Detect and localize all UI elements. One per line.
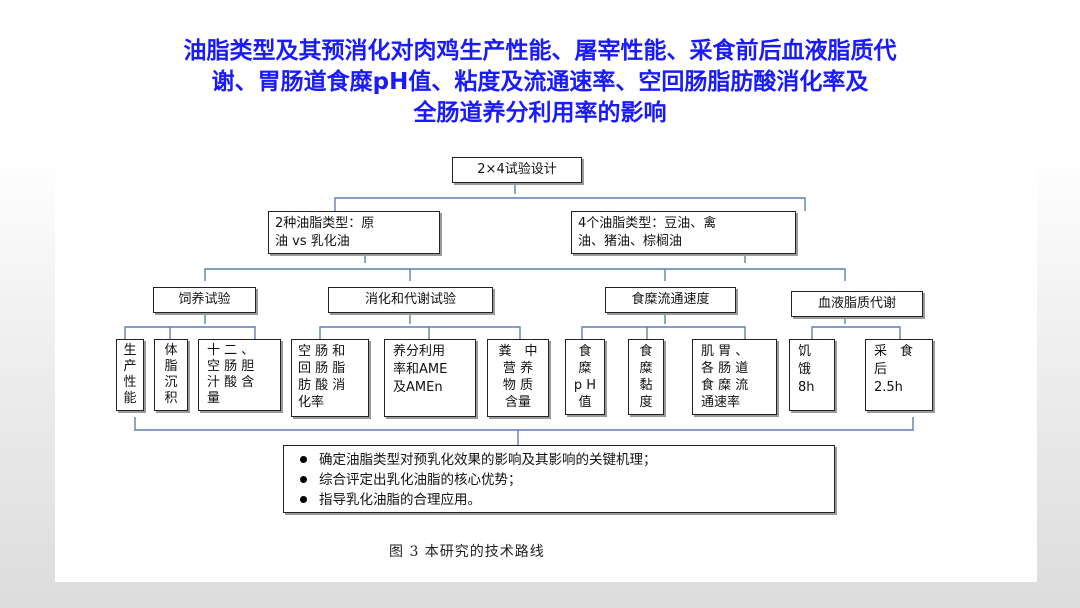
category-digestion-label: 消化和代谢试验 xyxy=(364,292,456,307)
leaf-body-fat: 体 脂 沉 积 xyxy=(154,339,188,411)
leaf-text: 回 肠 脂 xyxy=(298,361,346,376)
factor-b-line-2: 油、猪油、棕榈油 xyxy=(578,234,683,249)
category-chyme-label: 食糜流通速度 xyxy=(631,292,710,307)
category-feeding-label: 饲养试验 xyxy=(178,292,231,307)
leaf-text: 饥 xyxy=(798,344,812,359)
leaf-text: 产 xyxy=(123,359,137,374)
leaf-bile-acid: 十 二 、 空 肠 胆 汁 酸 含 量 xyxy=(198,339,281,411)
factor-box-oil-type: 4个油脂类型：豆油、禽 油、猪油、棕榈油 xyxy=(571,211,796,254)
leaf-text: 物 质 xyxy=(502,378,534,393)
category-feeding-trial: 饲养试验 xyxy=(153,287,256,313)
leaf-text: 脂 xyxy=(164,359,178,374)
factor-a-line-1: 2种油脂类型：原 xyxy=(275,216,375,231)
factor-box-oil-form: 2种油脂类型：原 油 vs 乳化油 xyxy=(268,211,440,254)
outcome-text: 确定油脂类型对预乳化效果的影响及其影响的关键机理； xyxy=(319,452,657,468)
slide-title: 油脂类型及其预消化对肉鸡生产性能、屠宰性能、采食前后血液脂质代 谢、胃肠道食糜p… xyxy=(0,36,1080,129)
leaf-text: 2.5h xyxy=(874,380,903,395)
leaf-text: 积 xyxy=(164,391,178,406)
leaf-text: 肪 酸 消 xyxy=(298,378,346,393)
leaf-text: 体 xyxy=(164,343,178,358)
leaf-text: 后 xyxy=(874,362,888,377)
leaf-text: 性 xyxy=(123,375,137,390)
leaf-text: p H xyxy=(573,378,597,393)
leaf-text: 含量 xyxy=(504,395,531,410)
leaf-chyme-viscosity: 食 糜 黏 度 xyxy=(628,339,664,415)
title-line-3: 全肠道养分利用率的影响 xyxy=(413,100,667,126)
leaf-text: 采 食 xyxy=(874,344,914,359)
leaf-nutrient-utilization: 养分利用 率和AME 及AMEn xyxy=(384,339,476,417)
leaf-text: 食 xyxy=(639,344,653,359)
leaf-text: 度 xyxy=(639,395,653,410)
leaf-text: 化率 xyxy=(298,395,325,410)
outcome-text: 综合评定出乳化油脂的核心优势； xyxy=(319,472,522,488)
category-chyme-passage: 食糜流通速度 xyxy=(605,287,736,313)
factor-a-line-2: 油 vs 乳化油 xyxy=(275,234,350,249)
leaf-text: 率和AME xyxy=(393,362,448,377)
technical-route-figure: 2×4试验设计 2种油脂类型：原 油 vs 乳化油 4个油脂类型：豆油、禽 油、… xyxy=(55,145,1037,582)
leaf-fatty-acid-digestibility: 空 肠 和 回 肠 脂 肪 酸 消 化率 xyxy=(291,339,369,417)
category-digestion-trial: 消化和代谢试验 xyxy=(328,287,493,313)
leaf-text: 糜 xyxy=(639,361,653,376)
category-blood-label: 血液脂质代谢 xyxy=(817,296,896,311)
leaf-text: 粪 中 xyxy=(498,344,538,359)
leaf-text: 各 肠 道 xyxy=(701,361,749,376)
leaf-text: 食 xyxy=(578,344,592,359)
leaf-text: 及AMEn xyxy=(393,380,443,395)
factor-b-line-1: 4个油脂类型：豆油、禽 xyxy=(578,216,717,231)
outcome-item: 综合评定出乳化油脂的核心优势； xyxy=(298,470,824,490)
leaf-text: 肌 胃 、 xyxy=(701,344,749,359)
leaf-text: 通速率 xyxy=(701,395,741,410)
category-blood-lipid: 血液脂质代谢 xyxy=(791,291,923,317)
leaf-text: 值 xyxy=(578,395,592,410)
leaf-text: 沉 xyxy=(164,375,178,390)
leaf-fed-2-5h: 采 食 后 2.5h xyxy=(865,339,933,411)
leaf-text: 8h xyxy=(798,380,815,395)
leaf-text: 食 糜 流 xyxy=(701,378,749,393)
bullet-icon xyxy=(300,456,307,463)
leaf-text: 黏 xyxy=(639,378,653,393)
outcome-item: 指导乳化油脂的合理应用。 xyxy=(298,490,824,510)
leaf-fecal-nutrients: 粪 中 营 养 物 质 含量 xyxy=(487,339,549,417)
leaf-text: 养分利用 xyxy=(393,344,446,359)
outcome-text: 指导乳化油脂的合理应用。 xyxy=(319,492,481,508)
root-box-design: 2×4试验设计 xyxy=(452,157,582,183)
leaf-chyme-ph: 食 糜 p H 值 xyxy=(565,339,605,415)
leaf-fasting-8h: 饥 饿 8h xyxy=(789,339,835,411)
outcome-item: 确定油脂类型对预乳化效果的影响及其影响的关键机理； xyxy=(298,450,824,470)
leaf-text: 汁 酸 含 xyxy=(207,375,255,390)
outcomes-box: 确定油脂类型对预乳化效果的影响及其影响的关键机理； 综合评定出乳化油脂的核心优势… xyxy=(283,445,835,513)
connector-lines xyxy=(124,183,914,445)
figure-caption: 图 3 本研究的技术路线 xyxy=(389,544,545,560)
leaf-production-performance: 生 产 性 能 xyxy=(116,339,144,411)
leaf-text: 十 二 、 xyxy=(207,343,255,358)
root-label: 2×4试验设计 xyxy=(477,162,557,177)
leaf-text: 量 xyxy=(207,391,221,406)
leaf-text: 空 肠 和 xyxy=(298,344,346,359)
bullet-icon xyxy=(300,476,307,483)
leaf-text: 生 xyxy=(123,343,137,358)
leaf-text: 饿 xyxy=(798,362,812,377)
leaf-text: 糜 xyxy=(578,361,592,376)
title-line-2: 谢、胃肠道食糜pH值、粘度及流通速率、空回肠脂肪酸消化率及 xyxy=(211,69,869,95)
leaf-text: 能 xyxy=(123,391,137,406)
leaf-text: 空 肠 胆 xyxy=(207,359,255,374)
title-line-1: 油脂类型及其预消化对肉鸡生产性能、屠宰性能、采食前后血液脂质代 xyxy=(183,38,897,64)
leaf-passage-rate: 肌 胃 、 各 肠 道 食 糜 流 通速率 xyxy=(692,339,777,415)
leaf-text: 营 养 xyxy=(502,361,534,376)
bullet-icon xyxy=(300,496,307,503)
